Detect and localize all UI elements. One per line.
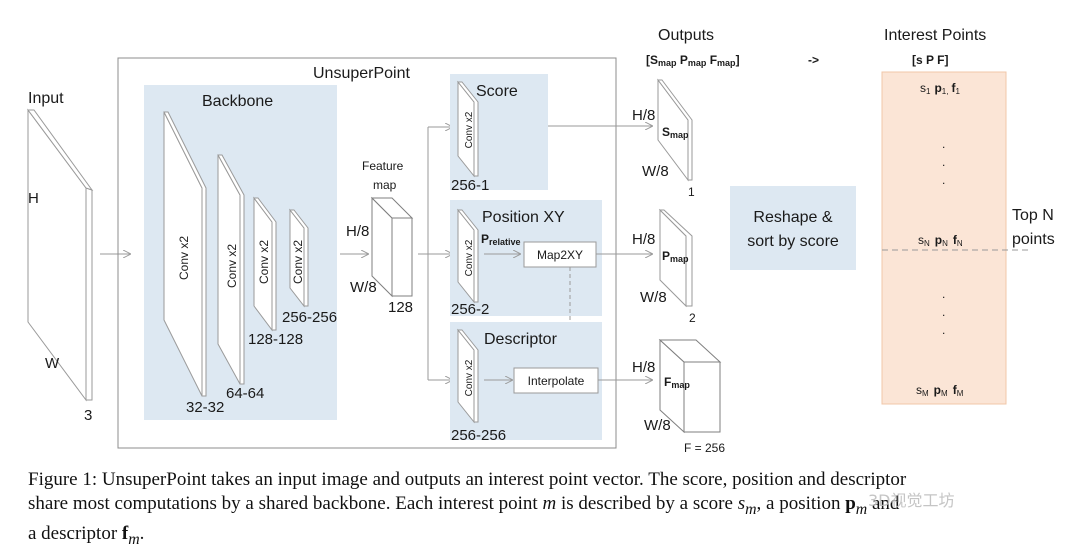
interpolate-label: Interpolate: [528, 374, 585, 388]
interest-points-vector: [s P F]: [912, 53, 948, 67]
s-map-width: W/8: [642, 163, 669, 180]
descriptor-label: Descriptor: [484, 331, 558, 348]
input-label: Input: [28, 90, 64, 107]
descriptor-conv-label: Conv x2: [464, 359, 475, 396]
score-conv: [456, 80, 479, 178]
f-map-cube: [658, 338, 722, 434]
outputs-label: Outputs: [658, 27, 714, 44]
conv-label-2: Conv x2: [225, 244, 239, 288]
reshape-label-2: sort by score: [747, 233, 839, 250]
feature-map-cube: [370, 196, 414, 298]
conv-label-4: Conv x2: [291, 240, 305, 284]
s-map-height: H/8: [632, 107, 655, 124]
unsuperpoint-label: UnsuperPoint: [313, 65, 411, 82]
feature-map-channels: 128: [388, 299, 413, 316]
arrow-text: ->: [808, 53, 819, 67]
unsuperpoint-box: [117, 57, 617, 449]
backbone-channels-4: 256-256: [282, 309, 337, 326]
ip-dot-3: .: [942, 173, 945, 187]
descriptor-channels: 256-256: [451, 427, 506, 444]
input-height-label: H: [28, 190, 39, 207]
ip-dot-5: .: [942, 305, 945, 319]
backbone-conv-2: [217, 154, 245, 385]
score-channels: 256-1: [451, 177, 489, 194]
reshape-box: [730, 186, 856, 270]
input-width-label: W: [45, 355, 60, 372]
position-conv-label: Conv x2: [464, 239, 475, 276]
outputs-vector: [Smap Pmap Fmap]: [646, 53, 740, 68]
position-channels: 256-2: [451, 301, 489, 318]
f-map-label: Fmap: [664, 375, 690, 390]
position-conv: [456, 208, 479, 304]
p-map-slab: [658, 208, 693, 308]
backbone-channels-2: 64-64: [226, 385, 264, 402]
backbone-conv-4: [288, 208, 309, 308]
ip-dot-2: .: [942, 155, 945, 169]
figure-caption: Figure 1: UnsuperPoint takes an input im…: [28, 468, 1068, 552]
position-label: Position XY: [482, 209, 565, 226]
feature-map-label-2: map: [373, 178, 397, 192]
watermark: 3D视觉工坊: [868, 491, 955, 510]
caption-line-3: a descriptor fm.: [28, 522, 145, 548]
input-channel-label: 3: [84, 407, 92, 424]
descriptor-conv: [456, 328, 479, 424]
f-map-width: W/8: [644, 417, 671, 434]
caption-line-1: Figure 1: UnsuperPoint takes an input im…: [28, 469, 907, 490]
ip-dot-4: .: [942, 287, 945, 301]
backbone-label: Backbone: [202, 93, 273, 110]
conv-label-3: Conv x2: [257, 240, 271, 284]
s-map-channels: 1: [688, 185, 695, 199]
s-map-label: Smap: [662, 125, 689, 140]
top-n-label-2: points: [1012, 231, 1055, 248]
feature-map-height: H/8: [346, 223, 369, 240]
map2xy-label: Map2XY: [537, 248, 583, 262]
score-label: Score: [476, 83, 518, 100]
f-map-channels: F = 256: [684, 441, 725, 455]
ip-dot-6: .: [942, 323, 945, 337]
backbone-conv-3: [253, 196, 277, 332]
feature-map-width: W/8: [350, 279, 377, 296]
input-slab: [27, 108, 94, 402]
conv-label-1: Conv x2: [177, 236, 191, 280]
score-conv-label: Conv x2: [464, 111, 475, 148]
reshape-label-1: Reshape &: [753, 209, 832, 226]
backbone-channels-1: 32-32: [186, 399, 224, 416]
backbone-channels-3: 128-128: [248, 331, 303, 348]
feature-map-label-1: Feature: [362, 159, 404, 173]
p-map-label: Pmap: [662, 249, 689, 264]
p-relative-label: Prelative: [481, 232, 521, 247]
f-map-height: H/8: [632, 359, 655, 376]
p-map-height: H/8: [632, 231, 655, 248]
caption-line-2: share most computations by a shared back…: [28, 493, 900, 518]
interest-points-panel: [881, 71, 1007, 405]
s-map-slab: [657, 78, 693, 182]
backbone-conv-1: [163, 111, 207, 397]
p-map-channels: 2: [689, 311, 696, 325]
top-n-label-1: Top N: [1012, 207, 1054, 224]
interpolate-box: [513, 367, 599, 394]
interest-points-label: Interest Points: [884, 27, 986, 44]
ip-dot-1: .: [942, 137, 945, 151]
p-map-width: W/8: [640, 289, 667, 306]
